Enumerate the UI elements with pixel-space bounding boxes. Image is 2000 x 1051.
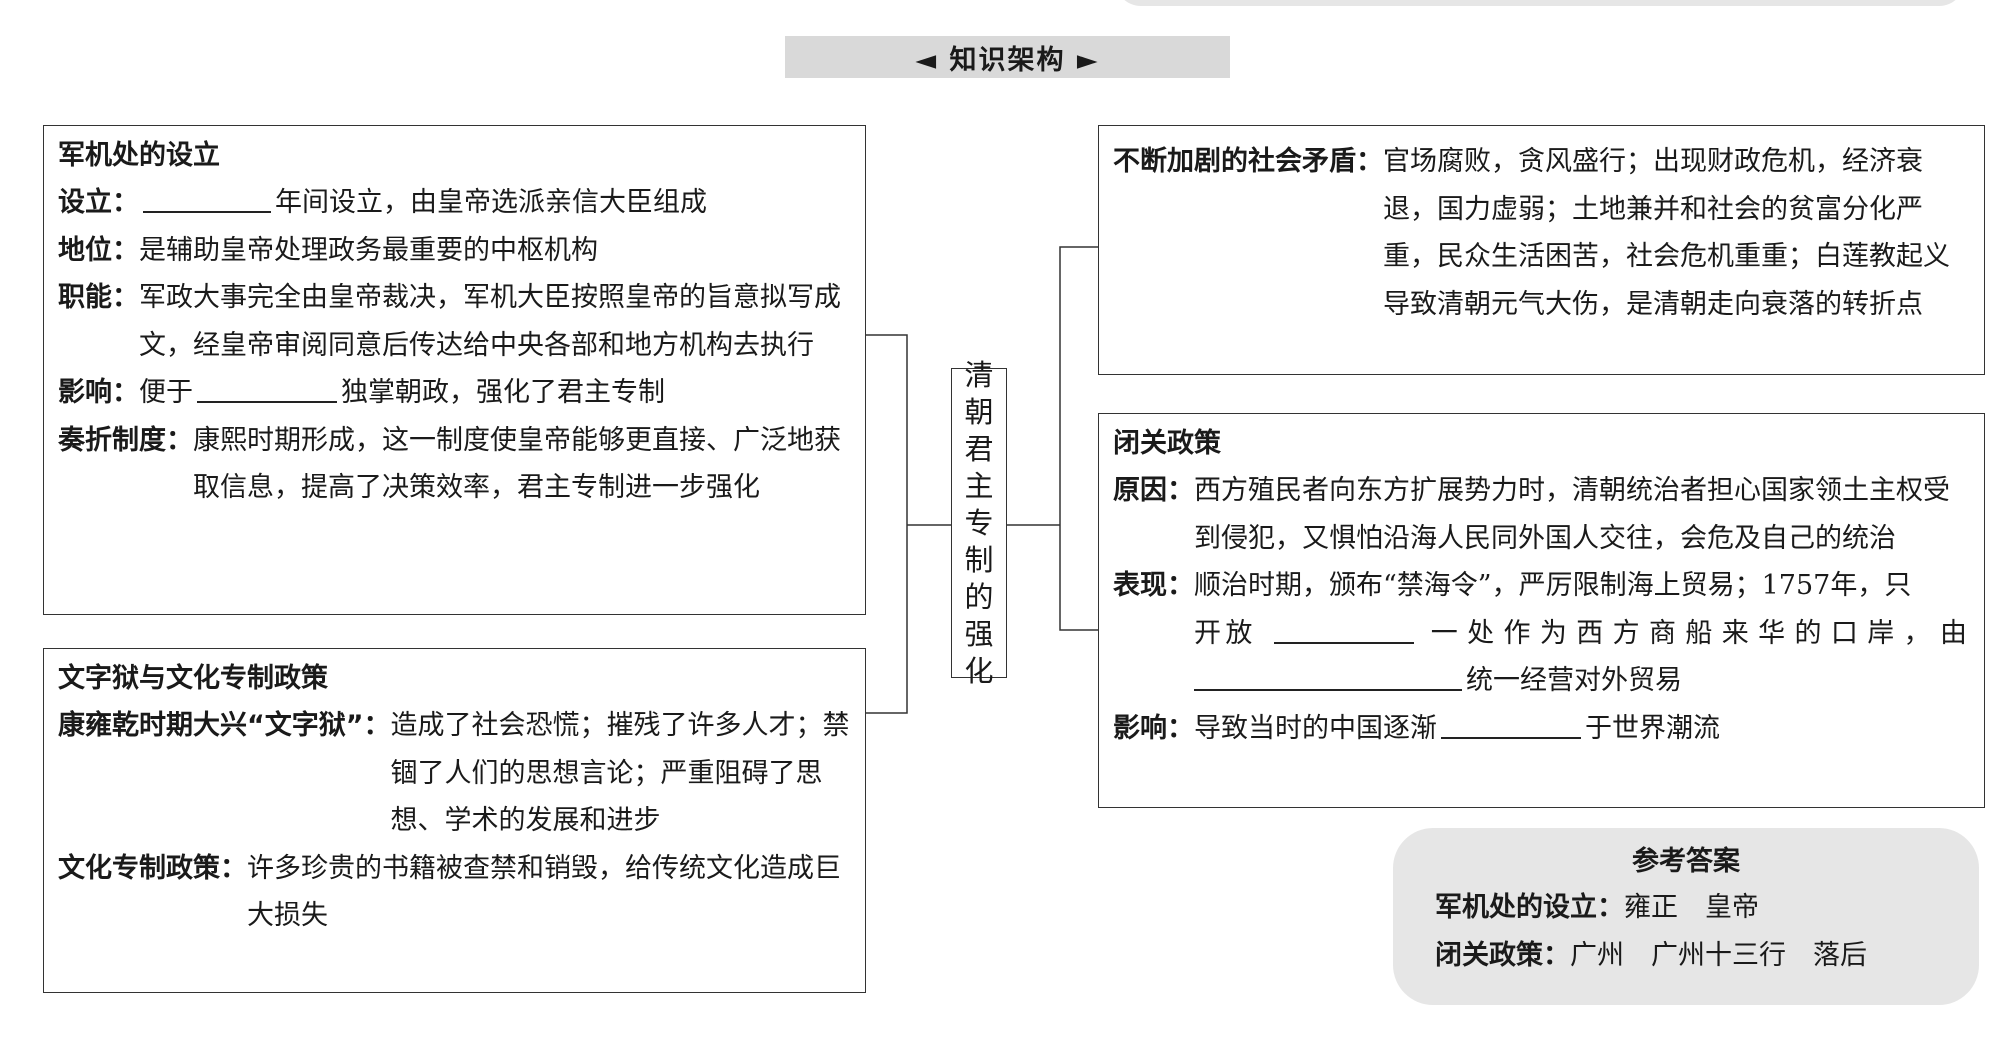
wenziyu-title: 文字狱与文化专制政策 — [58, 663, 328, 694]
answer-blank[interactable] — [1273, 612, 1414, 644]
center-title-char: 化 — [964, 653, 994, 688]
closed-door-title: 闭关政策 — [1113, 428, 1221, 459]
closed-door-row-reason: 原因： 西方殖民者向东方扩展势力时，清朝统治者担心国家领土主权受到侵犯，又惧怕沿… — [1113, 467, 1972, 562]
row-label: 影响： — [58, 377, 139, 408]
row-label: 设立： — [58, 187, 139, 218]
answer-row-junjichu: 军机处的设立：雍正 皇帝 — [1435, 892, 1759, 923]
center-title-char: 专 — [964, 505, 994, 540]
wenziyu-row-cultural-policy: 文化专制政策： 许多珍贵的书籍被查禁和销毁，给传统文化造成巨大损失 — [58, 845, 853, 940]
junjichu-title: 军机处的设立 — [58, 140, 220, 171]
section-title: ◄ 知识架构 ► — [785, 36, 1230, 78]
answer-blank[interactable] — [1194, 659, 1462, 691]
row-label: 不断加剧的社会矛盾： — [1113, 146, 1383, 177]
answer-title: 参考答案 — [1632, 846, 1740, 877]
center-title-char: 君 — [964, 431, 994, 466]
top-decoration-bar — [1115, 0, 1965, 6]
center-title-char: 主 — [964, 468, 994, 503]
answer-row-closed-door: 闭关政策：广州 广州十三行 落后 — [1435, 940, 1867, 971]
right-bracket-line — [1059, 246, 1098, 631]
junjichu-box: 军机处的设立 设立： 年间设立，由皇帝选派亲信大臣组成 地位： 是辅助皇帝处理政… — [43, 125, 866, 615]
center-title-char: 制 — [964, 542, 994, 577]
row-label: 奏折制度： — [58, 424, 193, 456]
center-title-char: 清 — [964, 357, 994, 392]
reference-answer-box: 参考答案 军机处的设立：雍正 皇帝 闭关政策：广州 广州十三行 落后 — [1393, 828, 1979, 1005]
center-title: 清朝君主专制的强化 — [951, 358, 1007, 688]
closed-door-box: 闭关政策 原因： 西方殖民者向东方扩展势力时，清朝统治者担心国家领土主权受到侵犯… — [1098, 413, 1985, 808]
row-label: 影响： — [1113, 712, 1194, 744]
junjichu-row-function: 职能： 军政大事完全由皇帝裁决，军机大臣按照皇帝的旨意拟写成文，经皇帝审阅同意后… — [58, 274, 853, 369]
left-bracket-line — [865, 334, 908, 714]
row-label: 表现： — [1113, 570, 1194, 601]
junjichu-row-status: 地位： 是辅助皇帝处理政务最重要的中枢机构 — [58, 227, 853, 275]
answer-blank[interactable] — [143, 181, 271, 213]
center-title-char: 朝 — [964, 394, 994, 429]
junjichu-row-influence: 影响： 便于独掌朝政，强化了君主专制 — [58, 369, 853, 417]
wenziyu-row-literary-inquisition: 康雍乾时期大兴“文字狱”： 造成了社会恐慌；摧残了许多人才；禁锢了人们的思想言论… — [58, 702, 853, 845]
row-label: 文化专制政策： — [58, 852, 247, 884]
row-label: 康雍乾时期大兴“文字狱”： — [58, 710, 391, 741]
row-label: 地位： — [58, 234, 139, 266]
center-title-char: 强 — [964, 616, 994, 651]
center-title-char: 的 — [964, 579, 994, 614]
row-label: 原因： — [1113, 475, 1194, 506]
social-conflict-box: 不断加剧的社会矛盾： 官场腐败，贪风盛行；出现财政危机，经济衰退，国力虚弱；土地… — [1098, 125, 1985, 375]
answer-blank[interactable] — [197, 371, 337, 403]
closed-door-row-manifestation: 表现： 顺治时期，颁布“禁海令”，严厉限制海上贸易；1757年，只 开放 一处作… — [1113, 562, 1972, 705]
closed-door-row-influence: 影响： 导致当时的中国逐渐于世界潮流 — [1113, 705, 1972, 753]
junjichu-row-memorial: 奏折制度： 康熙时期形成，这一制度使皇帝能够更直接、广泛地获取信息，提高了决策效… — [58, 417, 853, 512]
answer-blank[interactable] — [1441, 707, 1581, 739]
wenziyu-box: 文字狱与文化专制政策 康雍乾时期大兴“文字狱”： 造成了社会恐慌；摧残了许多人才… — [43, 648, 866, 993]
row-label: 职能： — [58, 282, 139, 313]
social-conflict-row: 不断加剧的社会矛盾： 官场腐败，贪风盛行；出现财政危机，经济衰退，国力虚弱；土地… — [1113, 138, 1972, 328]
junjichu-row-setup: 设立： 年间设立，由皇帝选派亲信大臣组成 — [58, 179, 853, 227]
